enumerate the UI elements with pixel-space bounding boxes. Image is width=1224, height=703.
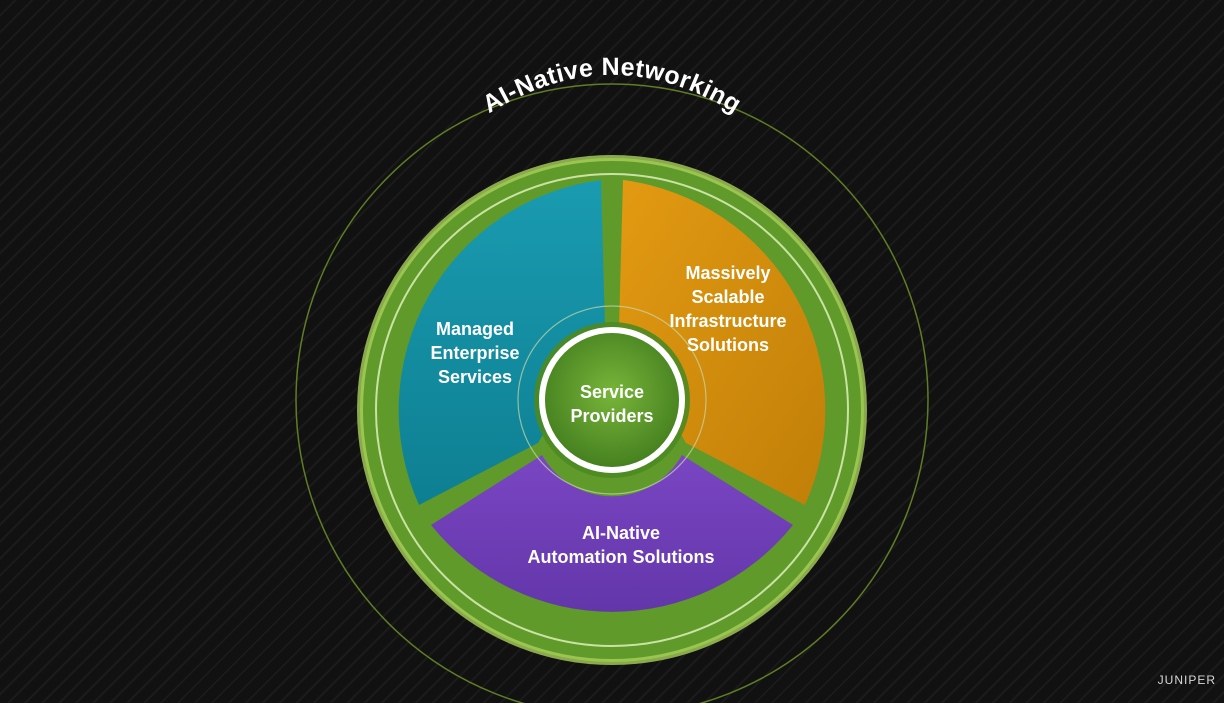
- center-outer-ring: [517, 305, 707, 495]
- segment-infrastructure: [619, 180, 826, 505]
- diagram-title: AI-Native Networking: [478, 53, 747, 119]
- center-label-line2: Providers: [570, 406, 653, 426]
- managed-label-line1: Managed: [436, 319, 514, 339]
- juniper-logo: JUNIPER: [1157, 673, 1216, 687]
- automation-label-line2: Automation Solutions: [528, 547, 715, 567]
- infrastructure-label-line1: Massively: [685, 263, 770, 283]
- center-circle: [539, 327, 685, 473]
- managed-label-line3: Services: [438, 367, 512, 387]
- infrastructure-label-line4: Solutions: [687, 335, 769, 355]
- segment-automation: [431, 455, 793, 612]
- green-ring-edge: [357, 155, 867, 665]
- inner-white-ring: [375, 173, 849, 647]
- infrastructure-label-line2: Scalable: [691, 287, 764, 307]
- diagram-title-path: AI-Native Networking: [478, 53, 746, 119]
- outer-ring: [295, 83, 929, 703]
- infrastructure-label-line3: Infrastructure: [669, 311, 786, 331]
- managed-label-line2: Enterprise: [430, 343, 519, 363]
- center-label-line1: Service: [580, 382, 644, 402]
- segment-managed: [398, 180, 605, 505]
- automation-label-line1: AI-Native: [582, 523, 660, 543]
